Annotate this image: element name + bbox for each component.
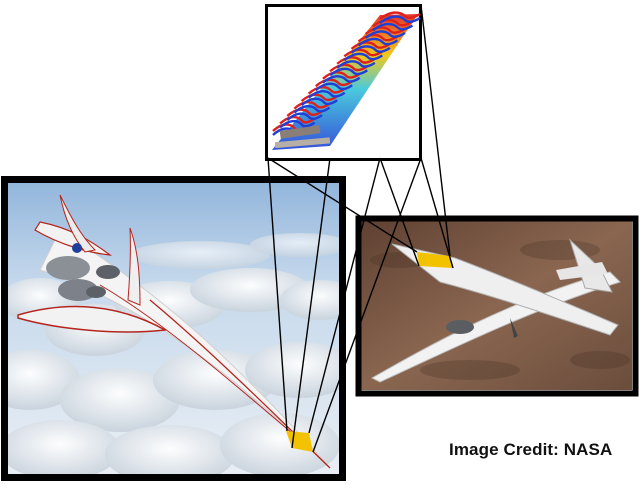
right-photo <box>355 215 639 397</box>
zoom-connector-lines <box>267 4 454 453</box>
engine-nacelle <box>46 256 90 280</box>
wave-band <box>379 15 421 24</box>
wave-band <box>279 119 316 129</box>
highlight-region-right <box>417 252 453 268</box>
inset-wave-detail <box>265 4 422 161</box>
left-photo <box>1 176 346 481</box>
wave-band <box>286 112 323 121</box>
left-photo-frame <box>1 176 346 481</box>
wave-band <box>364 30 406 39</box>
terrain-texture <box>370 240 630 380</box>
wave-band <box>293 105 331 114</box>
right-photo-frame <box>355 215 639 397</box>
wave-band <box>315 82 353 92</box>
wave-band <box>300 97 338 107</box>
wave-band <box>372 22 414 32</box>
wave-band <box>329 67 368 77</box>
wave-band <box>307 90 346 99</box>
model-base <box>279 125 321 139</box>
wave-band-strip <box>272 11 421 150</box>
nasa-logo-icon <box>72 243 82 253</box>
wave-band <box>343 52 384 62</box>
image-credit: Image Credit: NASA <box>449 440 613 459</box>
wave-band <box>350 45 391 54</box>
wave-band <box>379 11 421 20</box>
cockpit-canopy <box>446 320 474 334</box>
wave-band <box>357 37 399 47</box>
wave-band <box>336 60 376 69</box>
wave-band <box>322 75 361 84</box>
